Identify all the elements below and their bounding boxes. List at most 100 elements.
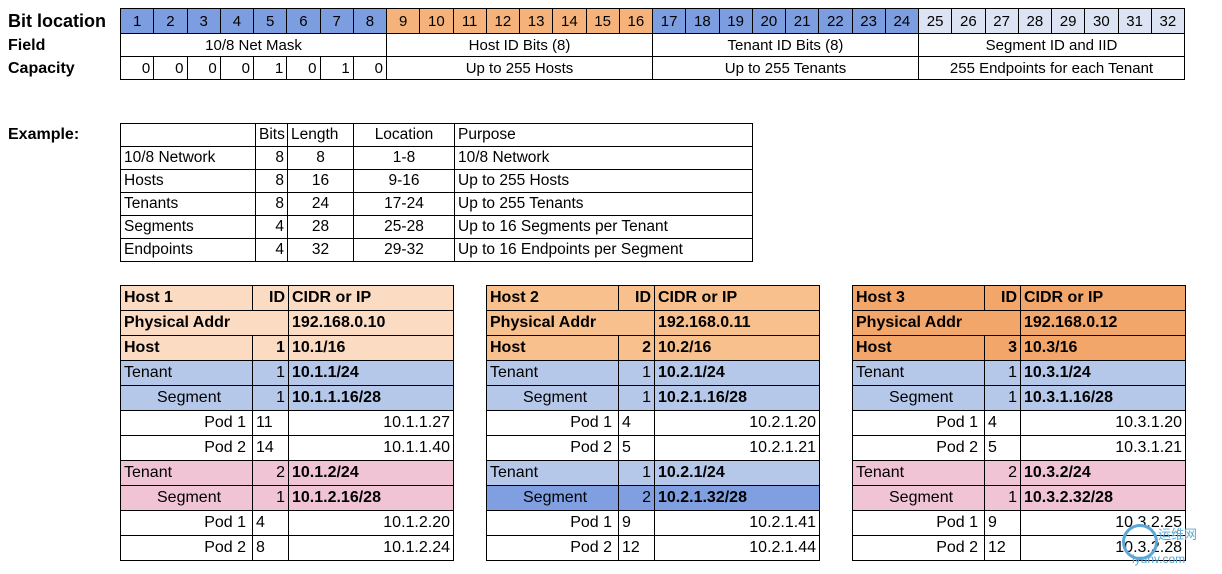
capacity-bit-cell: 0	[119, 56, 155, 80]
bit-cell: 23	[851, 8, 886, 34]
tenant-id: 1	[618, 360, 655, 386]
pod-ip: 10.3.1.21	[1020, 435, 1186, 461]
tenant-label: Tenant	[852, 360, 985, 386]
physical-addr-label: Physical Addr	[120, 310, 289, 336]
bit-cell: 4	[219, 8, 255, 34]
example-cell: 10/8 Network	[120, 146, 256, 170]
example-cell: 8	[287, 146, 354, 170]
bit-cell: 16	[618, 8, 654, 34]
host-cidr: 10.3/16	[1020, 335, 1186, 361]
example-label: Example:	[8, 126, 80, 143]
field-row: 10/8 Net Mask Host ID Bits (8) Tenant ID…	[120, 33, 1185, 57]
pod-label: Pod 2	[120, 535, 253, 561]
segment-cidr: 10.3.1.16/28	[1020, 385, 1186, 411]
bit-cell: 2	[153, 8, 188, 34]
bit-cell: 28	[1017, 8, 1053, 34]
cidr-header: CIDR or IP	[288, 285, 454, 311]
bit-cell: 27	[984, 8, 1019, 34]
pod-label: Pod 1	[486, 410, 619, 436]
host-name: Host 2	[486, 285, 619, 311]
bit-cell: 24	[884, 8, 920, 34]
host-id: 2	[618, 335, 655, 361]
segment-label: Segment	[852, 385, 985, 411]
segment-id: 2	[618, 485, 655, 511]
bit-cell: 15	[585, 8, 620, 34]
bit-cell: 11	[452, 8, 487, 34]
bit-cell: 30	[1084, 8, 1119, 34]
tenant-cidr: 10.1.1/24	[288, 360, 454, 386]
tenant-cidr: 10.2.1/24	[654, 360, 820, 386]
bit-cell: 26	[951, 8, 986, 34]
tenant-id: 2	[984, 460, 1021, 486]
bit-location-label: Bit location	[8, 11, 106, 31]
segment-id: 1	[984, 385, 1021, 411]
cidr-header: CIDR or IP	[654, 285, 820, 311]
pod-id: 9	[618, 510, 655, 536]
capacity-bit-cell: 0	[186, 56, 221, 80]
tenant-label: Tenant	[120, 360, 253, 386]
pod-id: 14	[252, 435, 289, 461]
example-cell: 9-16	[353, 169, 455, 193]
host-id: 3	[984, 335, 1021, 361]
bit-cell: 22	[818, 8, 853, 34]
tenant-label: Tenant	[486, 360, 619, 386]
cidr-header: CIDR or IP	[1020, 285, 1186, 311]
tenant-label: Tenant	[120, 460, 253, 486]
capacity-bit-cell: 0	[352, 56, 388, 80]
example-cell: Segments	[120, 215, 256, 239]
example-cell: Endpoints	[120, 238, 256, 262]
bit-cell: 5	[252, 8, 288, 34]
example-cell: Tenants	[120, 192, 256, 216]
host-label: Host	[120, 335, 253, 361]
bit-cell: 20	[751, 8, 787, 34]
bit-cell: 6	[286, 8, 321, 34]
pod-label: Pod 2	[486, 535, 619, 561]
example-cell: 1-8	[353, 146, 455, 170]
bit-cell: 8	[352, 8, 388, 34]
capacity-bit-cell: 1	[252, 56, 288, 80]
tenant-cidr: 10.1.2/24	[288, 460, 454, 486]
physical-addr-value: 192.168.0.12	[1020, 310, 1186, 336]
example-cell: 25-28	[353, 215, 455, 239]
pod-label: Pod 1	[852, 510, 985, 536]
example-cell: 8	[255, 169, 288, 193]
host-label: Host	[852, 335, 985, 361]
example-cell: Up to 255 Hosts	[454, 169, 753, 193]
pod-label: Pod 1	[852, 410, 985, 436]
bit-cell: 12	[485, 8, 521, 34]
example-cell: 24	[287, 192, 354, 216]
example-header-cell: Purpose	[454, 123, 753, 147]
bit-cell: 3	[186, 8, 221, 34]
field-label: Field	[8, 37, 46, 54]
tenant-cidr: 10.3.1/24	[1020, 360, 1186, 386]
example-cell: 4	[255, 215, 288, 239]
bit-cell: 32	[1150, 8, 1186, 34]
capacity-bit-cell: 0	[286, 56, 321, 80]
bit-cell: 17	[651, 8, 687, 34]
host-label: Host	[486, 335, 619, 361]
field-segment-id: Segment ID and IID	[918, 33, 1185, 57]
tenant-id: 1	[618, 460, 655, 486]
bit-cell: 1	[119, 8, 155, 34]
example-cell: 32	[287, 238, 354, 262]
bit-cell: 10	[419, 8, 454, 34]
physical-addr-value: 192.168.0.10	[288, 310, 454, 336]
